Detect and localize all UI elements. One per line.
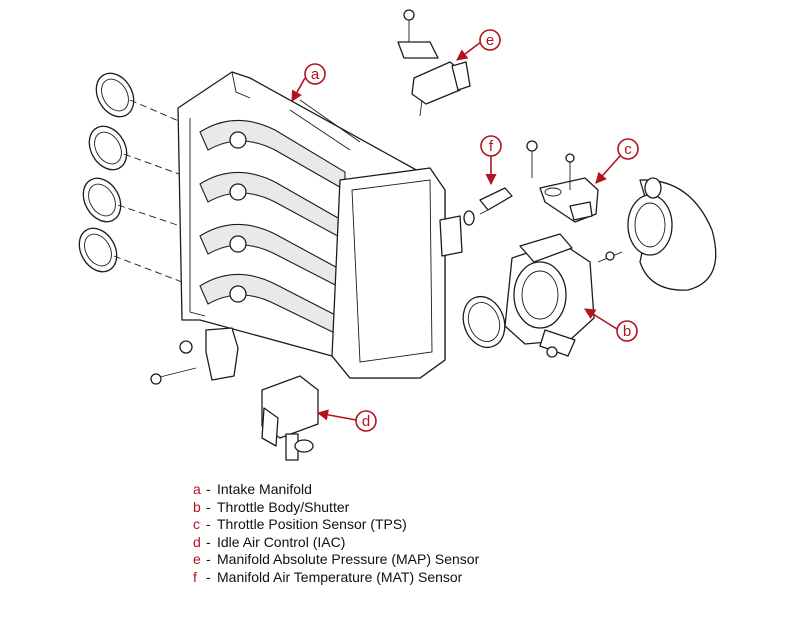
legend-separator: - — [206, 498, 211, 515]
callout-f: f — [480, 135, 502, 186]
parts-legend: a-Intake Manifold b-Throttle Body/Shutte… — [193, 481, 613, 587]
callout-c: c — [595, 138, 639, 184]
legend-item-e: e-Manifold Absolute Pressure (MAP) Senso… — [193, 551, 613, 569]
intake-gaskets — [78, 72, 196, 283]
legend-text: Throttle Body/Shutter — [217, 498, 350, 515]
callout-d: d — [316, 409, 377, 432]
legend-item-c: c-Throttle Position Sensor (TPS) — [193, 516, 613, 534]
throttle-body — [504, 233, 623, 358]
legend-separator: - — [206, 516, 211, 533]
legend-text: Idle Air Control (IAC) — [217, 533, 346, 550]
manifold-absolute-pressure-sensor — [397, 9, 471, 117]
manifold-air-temperature-sensor — [479, 187, 513, 215]
exploded-view-diagram: a b c d e f — [78, 9, 717, 461]
legend-item-f: f-Manifold Air Temperature (MAT) Sensor — [193, 569, 613, 587]
throttle-gasket — [462, 210, 506, 349]
legend-letter: c — [193, 516, 200, 533]
legend-text: Manifold Absolute Pressure (MAP) Sensor — [217, 551, 480, 568]
legend-item-a: a-Intake Manifold — [193, 481, 613, 499]
svg-text:a: a — [311, 66, 320, 83]
intake-manifold — [177, 71, 463, 379]
legend-letter: f — [193, 568, 197, 585]
legend-text: Manifold Air Temperature (MAT) Sensor — [217, 568, 463, 585]
legend-separator: - — [206, 533, 211, 550]
svg-text:e: e — [486, 32, 494, 49]
svg-text:c: c — [624, 141, 632, 158]
legend-item-d: d-Idle Air Control (IAC) — [193, 534, 613, 552]
legend-letter: e — [193, 551, 201, 568]
legend-text: Intake Manifold — [217, 481, 312, 497]
idle-air-control-valve — [150, 327, 319, 461]
svg-text:f: f — [489, 138, 494, 155]
callout-b: b — [584, 308, 638, 342]
legend-item-b: b-Throttle Body/Shutter — [193, 499, 613, 517]
callout-e: e — [456, 29, 501, 61]
legend-text: Throttle Position Sensor (TPS) — [217, 516, 407, 533]
legend-separator: - — [206, 481, 211, 497]
legend-letter: a — [193, 481, 201, 497]
callout-a: a — [291, 63, 326, 102]
throttle-position-sensor — [526, 140, 599, 223]
legend-separator: - — [206, 568, 211, 585]
svg-text:b: b — [623, 323, 631, 340]
legend-letter: b — [193, 498, 201, 515]
legend-separator: - — [206, 551, 211, 568]
svg-text:d: d — [362, 413, 370, 430]
legend-letter: d — [193, 533, 201, 550]
air-inlet-duct — [627, 177, 717, 291]
